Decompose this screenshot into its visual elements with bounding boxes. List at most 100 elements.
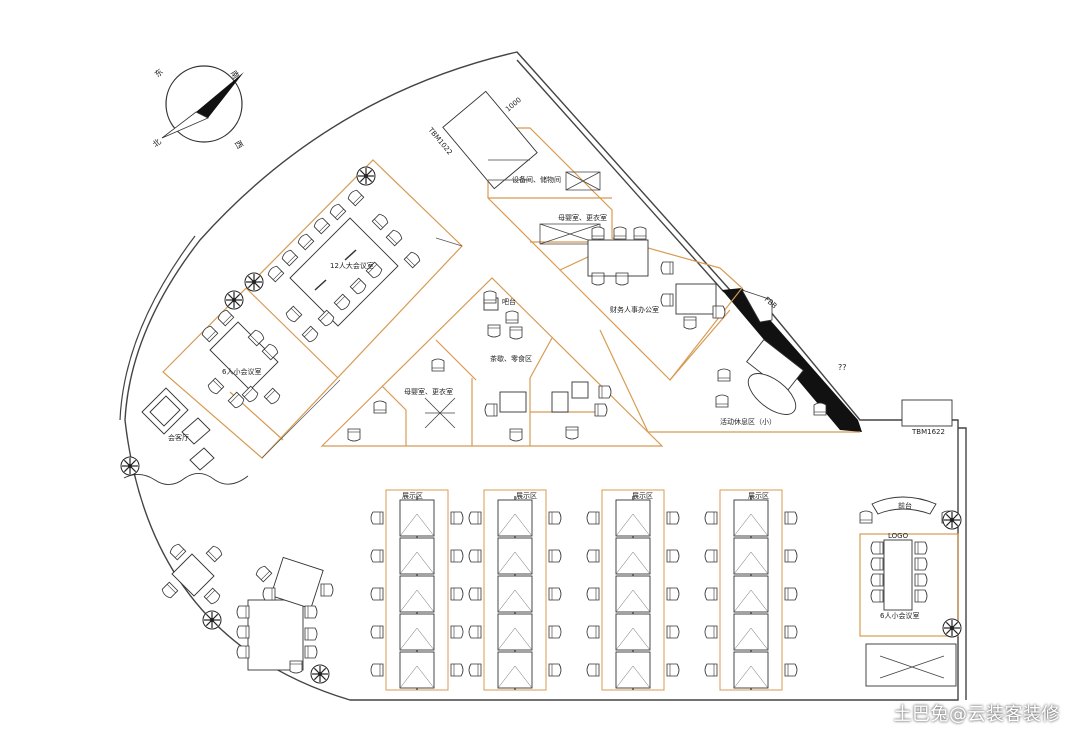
chair [317,309,335,327]
conference-table-12 [267,189,421,343]
label-qq: ?? [838,363,847,372]
chair [717,368,731,382]
chair [870,557,884,571]
label-display-3: 展示区 [632,492,653,500]
chair [914,589,928,603]
chair [633,226,647,240]
upper-left-block [162,159,463,459]
chair [704,549,718,563]
chair [450,625,464,639]
chair [261,343,279,361]
chair [205,545,223,563]
chair [207,377,225,395]
chair [370,587,384,601]
label-display-1: 展示区 [402,492,423,500]
label-reception-left: 会客厅 [168,433,189,442]
chair [591,226,605,240]
chair [660,293,674,307]
chair [289,660,303,674]
compass-e: 东 [152,66,165,79]
meeting-table-6-left [201,309,281,409]
label-dim: 1000 [504,96,523,114]
plant-icon [356,166,376,186]
chair [565,426,579,440]
chair [371,213,389,231]
chair [509,326,523,340]
chair [297,233,315,251]
label-conference-12: 12人大会议室 [330,261,374,270]
chair [468,663,482,677]
chair [666,625,680,639]
plants [120,166,962,684]
compass: 南 东 北 西 [151,65,245,150]
chair [236,625,250,639]
chair [370,663,384,677]
chair [586,625,600,639]
chair [615,272,629,286]
upper-right-block [442,90,860,433]
label-tbm-right: TBM1622 [911,428,945,436]
compass-n: 南 [229,69,242,81]
chair [666,587,680,601]
outer-wall [119,51,967,701]
plant-icon [202,610,222,630]
chair [267,265,285,283]
chair [301,325,319,343]
chair [203,587,221,605]
label-rest-area: 活动休息区（小） [720,417,776,426]
chair [548,663,562,677]
label-logo: LOGO [888,532,909,540]
lounge-area [161,543,334,674]
chair [666,663,680,677]
chair [859,510,873,524]
label-bar: 吧台 [502,297,516,306]
chair [431,358,445,372]
chair [255,565,273,583]
chair [236,605,250,619]
chair [370,549,384,563]
workstation-row [704,489,798,691]
chair [586,549,600,563]
chair [227,391,245,409]
room-labels: 12人大会议室 6人小会议室 会客厅 设备间、储物间 母婴室、更衣室 财务人事办… [168,96,945,620]
watermark: 土巴兔@云装客装修 [893,704,1060,725]
label-display-2: 展示区 [516,492,537,500]
chair [870,541,884,555]
label-display-4: 展示区 [748,492,769,500]
chair [548,549,562,563]
label-mother-room-top: 母婴室、更衣室 [558,213,607,222]
chair [468,511,482,525]
chair [304,627,318,641]
chair [450,587,464,601]
chair [613,226,627,240]
label-mother-room-bottom: 母婴室、更衣室 [404,387,453,396]
thick-wall [722,288,862,432]
chair [247,329,265,347]
chair [263,387,281,405]
chair [683,316,697,330]
chair [914,541,928,555]
chair [304,645,318,659]
chair [704,587,718,601]
chair [241,385,259,403]
chair [320,583,334,597]
chair [784,663,798,677]
chair [660,261,674,275]
plant-icon [942,510,962,530]
chair [594,403,608,417]
chair [591,272,605,286]
chair [548,511,562,525]
chair [385,229,403,247]
conference-chairs [267,189,421,343]
chair [586,587,600,601]
chair [313,217,331,235]
chair [505,310,519,324]
plant-icon [120,456,140,476]
chair [784,549,798,563]
label-front-desk: 前台 [898,501,912,510]
workstation-row [370,489,464,691]
front-desk [859,399,959,687]
plant-icon [310,664,330,684]
chair [548,587,562,601]
